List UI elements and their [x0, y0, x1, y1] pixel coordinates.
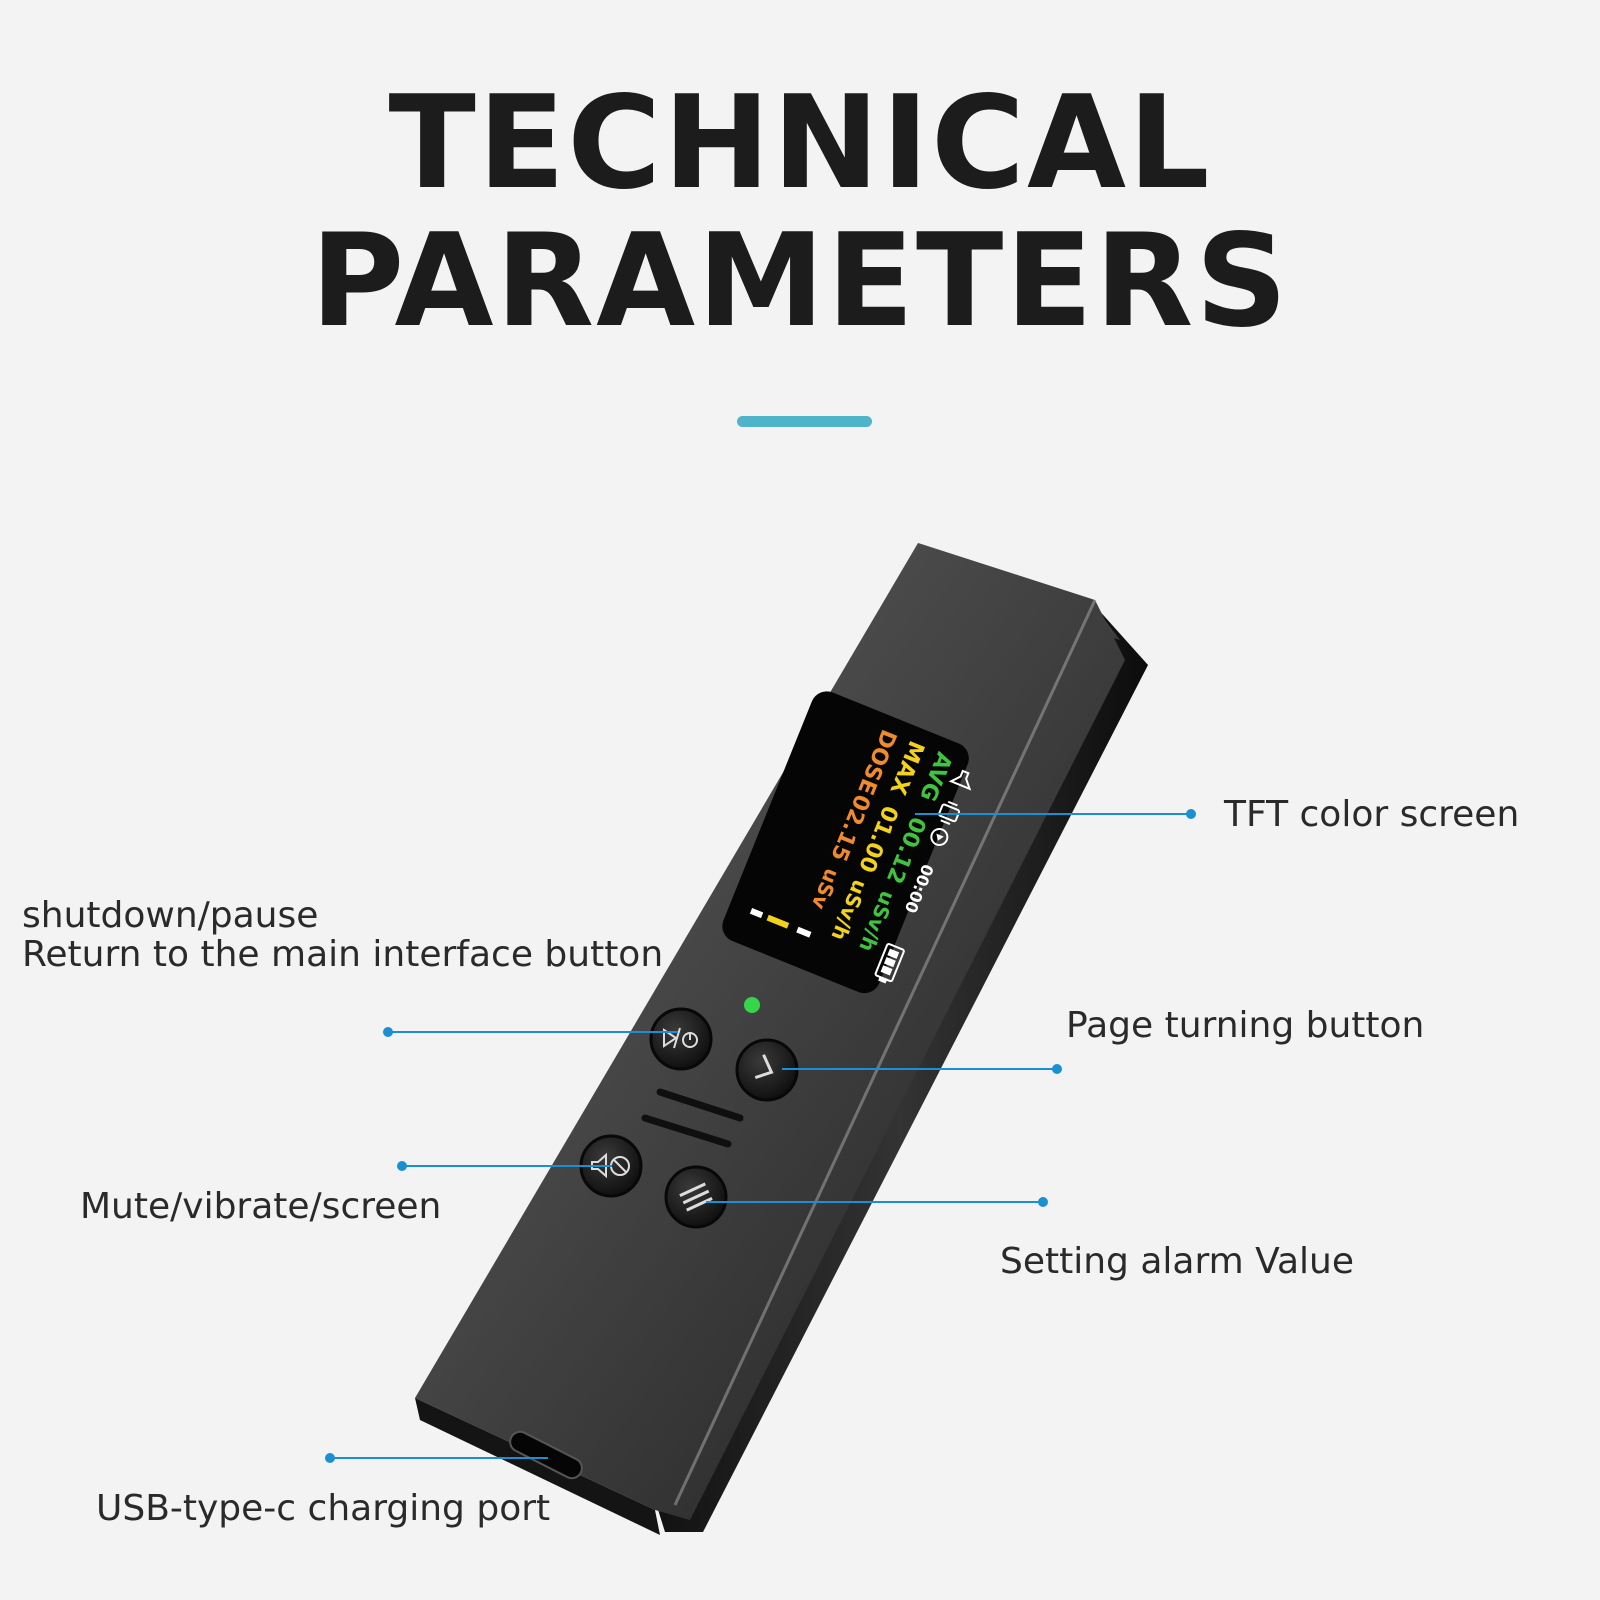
level-bar-low	[749, 908, 764, 919]
chevron-right-icon	[754, 1054, 774, 1079]
title-line-2: PARAMETERS	[310, 207, 1290, 356]
callout-leader-shutdown	[383, 1027, 678, 1037]
callout-alarm: Setting alarm Value	[1000, 1241, 1355, 1282]
level-bar-mid	[766, 914, 790, 929]
speaker-slot-2	[641, 1114, 732, 1148]
battery-icon	[874, 943, 905, 984]
callout-leader-alarm	[706, 1197, 1048, 1207]
vibrate-icon	[938, 800, 961, 825]
callout-mute: Mute/vibrate/screen	[80, 1186, 442, 1227]
title-line-1: TECHNICAL	[388, 69, 1212, 218]
title-accent-bar	[737, 416, 872, 427]
menu-icon	[679, 1182, 713, 1212]
speaker-slot-1	[656, 1088, 744, 1122]
shutdown-pause-button[interactable]	[649, 1007, 713, 1071]
callout-page-turning: Page turning button	[1066, 1005, 1425, 1046]
device-edge-highlight	[673, 599, 1097, 1506]
callout-tft-screen: TFT color screen	[1224, 794, 1520, 835]
status-led	[744, 997, 760, 1013]
sound-icon	[948, 769, 972, 791]
callout-usb: USB-type-c charging port	[96, 1488, 551, 1529]
callout-leader-page	[782, 1064, 1062, 1074]
callout-shutdown-line-2: Return to the main interface button	[22, 933, 664, 975]
alarm-setting-button[interactable]	[664, 1165, 728, 1229]
screen-panel	[722, 691, 969, 994]
device-bottom-end	[415, 1398, 660, 1535]
play-icon	[930, 828, 949, 847]
callout-shutdown: shutdown/pause Return to the main interf…	[22, 895, 664, 975]
play-pause-power-icon	[663, 1027, 698, 1049]
callout-leader-usb	[325, 1453, 548, 1463]
callout-shutdown-line-1: shutdown/pause	[22, 895, 319, 936]
tft-screen: AVG 00.12 uSv/h MAX 01.00 uSv/h DOSE 02.…	[722, 691, 972, 994]
level-bar-high	[796, 926, 812, 938]
usb-c-port[interactable]	[507, 1428, 586, 1481]
callout-leader-mute	[397, 1161, 612, 1171]
callout-leader-tft	[915, 809, 1196, 819]
